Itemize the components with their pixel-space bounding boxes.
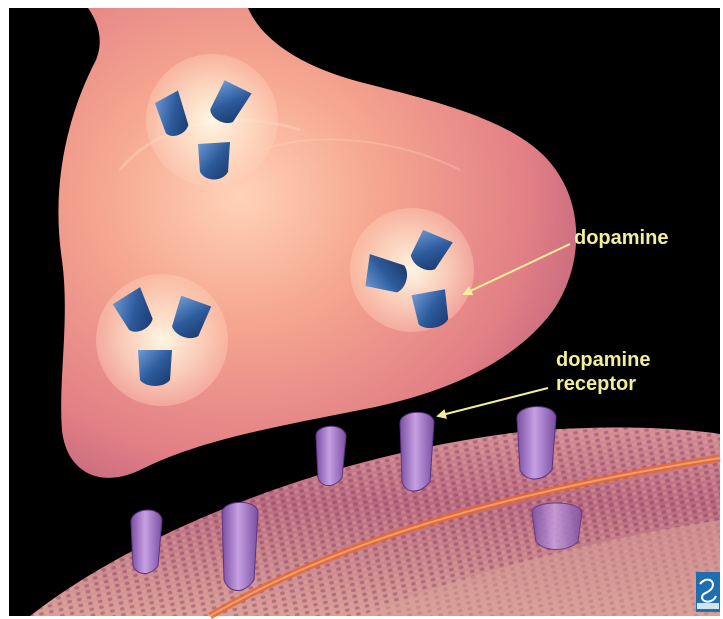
receptor-1 [131,510,162,573]
publisher-logo [696,572,720,612]
receptor-2 [222,502,258,590]
vesicle-left [96,274,228,406]
receptor-label-line2: receptor [556,373,636,395]
dopamine-molecule [138,350,172,386]
receptor-4 [400,412,434,491]
dopamine-label: dopamine [574,227,668,249]
receptor-6 [532,503,582,550]
receptor-3 [316,426,346,485]
receptor-5 [517,407,556,479]
dopamine-molecule [198,142,230,180]
receptor-label-line1: dopamine [556,349,650,371]
